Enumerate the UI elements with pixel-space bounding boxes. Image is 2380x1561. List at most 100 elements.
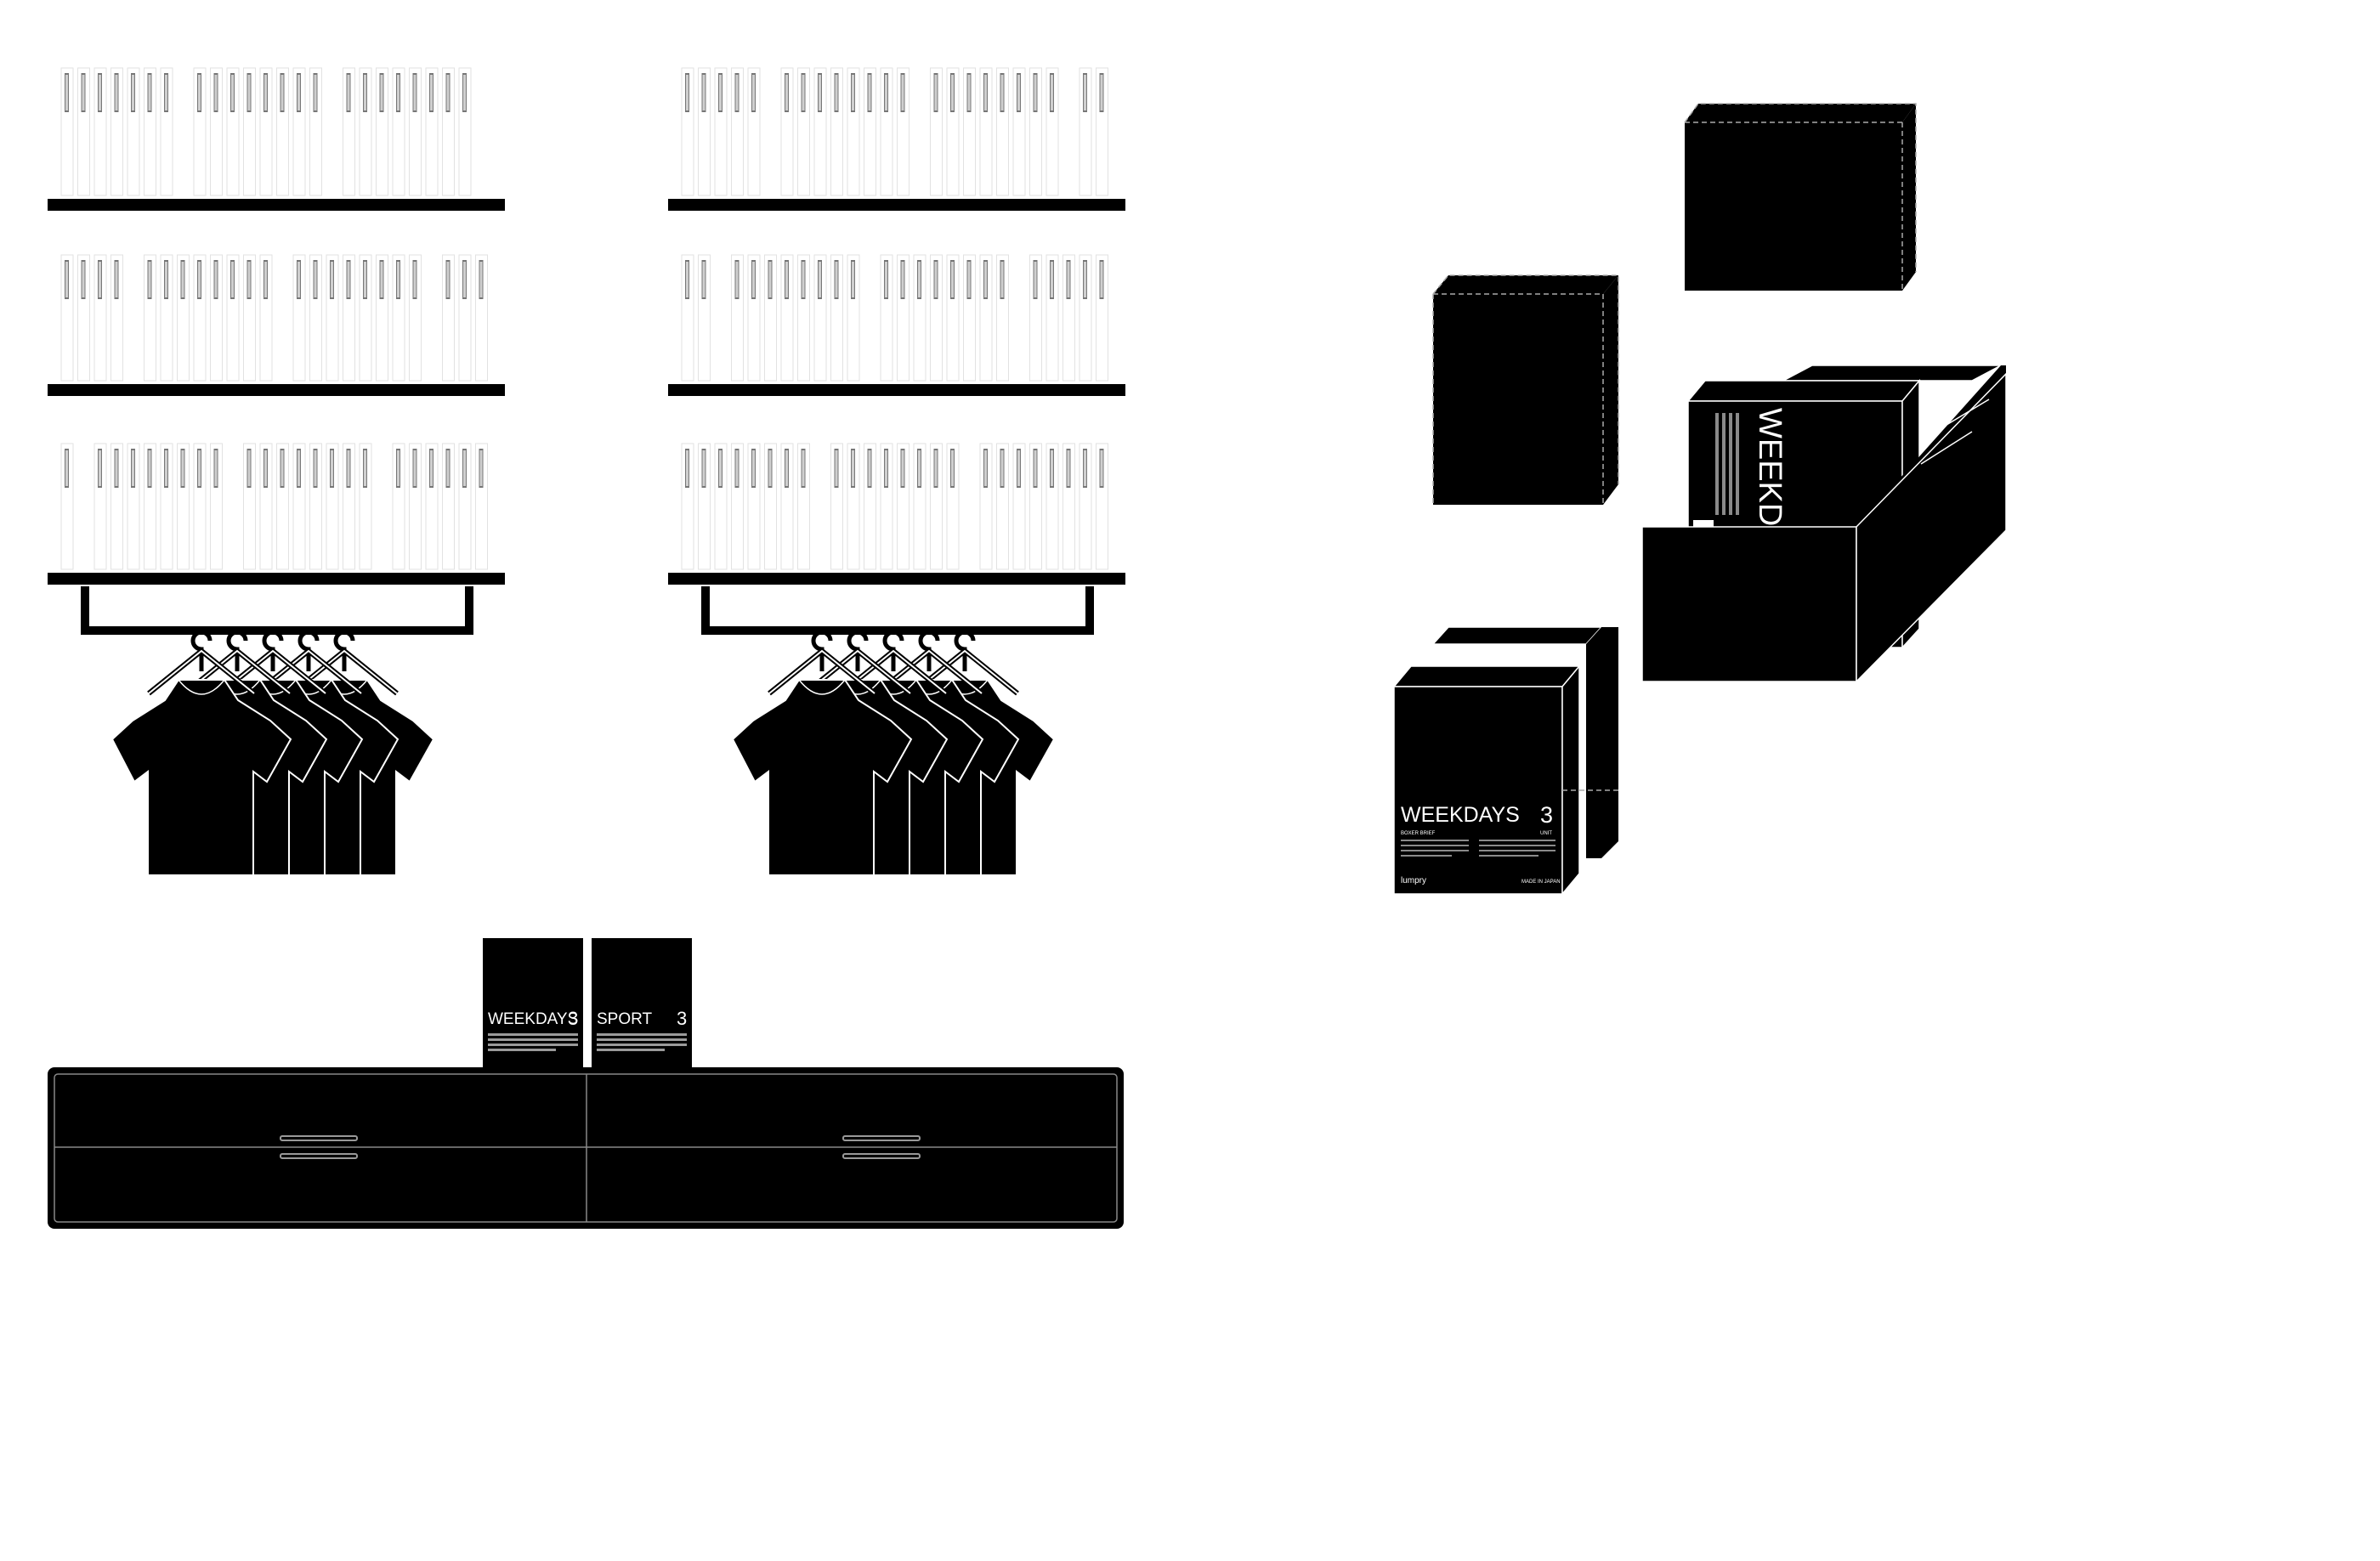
- product-pack: [343, 443, 355, 570]
- product-pack: [747, 254, 761, 382]
- product-pack: [1012, 67, 1026, 196]
- product-pack: [458, 67, 472, 196]
- product-pack: [1079, 67, 1092, 196]
- open-tray: WEEKDAYS: [1641, 365, 2007, 683]
- product-pack: [1046, 254, 1059, 382]
- product-pack: [392, 254, 405, 382]
- product-pack: [177, 443, 190, 570]
- product-pack: [1096, 254, 1108, 382]
- product-pack: [913, 443, 926, 570]
- shelf-board: [48, 573, 505, 585]
- product-pack: [292, 254, 306, 382]
- shelf: [668, 443, 1125, 585]
- product-pack: [193, 443, 207, 570]
- product-pack: [376, 254, 388, 382]
- product-pack: [160, 67, 173, 196]
- display-box-title: SPORT: [597, 1010, 653, 1028]
- product-pack: [1079, 443, 1092, 570]
- product-pack: [714, 443, 728, 570]
- product-pack: [94, 67, 107, 196]
- shelf: [48, 67, 505, 211]
- product-pack: [1079, 254, 1092, 382]
- product-pack: [830, 67, 843, 196]
- product-pack: [847, 67, 860, 196]
- product-pack: [698, 254, 711, 382]
- product-pack: [1062, 443, 1075, 570]
- hanger-icon: [768, 630, 876, 696]
- product-pack: [309, 443, 322, 570]
- product-pack: [864, 67, 876, 196]
- product-pack: [359, 254, 372, 382]
- rail-bar: [81, 586, 473, 635]
- product-pack: [946, 254, 960, 382]
- product-pack: [963, 67, 976, 196]
- product-pack: [326, 254, 339, 382]
- product-pack: [880, 443, 893, 570]
- product-pack: [681, 254, 694, 382]
- product-pack: [359, 67, 372, 196]
- iso-box-subtitle: BOXER BRIEF: [1401, 831, 1436, 836]
- product-pack: [1062, 254, 1075, 382]
- product-pack: [1029, 67, 1042, 196]
- product-pack: [60, 254, 74, 382]
- product-pack: [458, 254, 472, 382]
- product-pack: [309, 67, 322, 196]
- tshirt-icon: [731, 679, 913, 876]
- product-pack: [425, 443, 439, 570]
- display-box-title: WEEKDAYS: [488, 1010, 578, 1028]
- product-pack: [996, 443, 1009, 570]
- product-pack: [847, 443, 860, 570]
- product-pack: [392, 443, 405, 570]
- rail-bar: [701, 586, 1094, 635]
- product-pack: [1029, 254, 1042, 382]
- product-pack: [681, 443, 694, 570]
- product-pack: [442, 443, 455, 570]
- product-pack: [292, 443, 306, 570]
- product-pack: [458, 443, 472, 570]
- product-pack: [193, 254, 207, 382]
- hanging-rails: [81, 586, 1094, 876]
- product-pack: [60, 67, 74, 196]
- product-pack: [409, 67, 422, 196]
- product-pack: [731, 443, 744, 570]
- iso-box-count: 3: [1540, 802, 1553, 828]
- product-pack: [813, 67, 827, 196]
- product-pack: [210, 254, 223, 382]
- product-pack: [259, 443, 273, 570]
- shelf-board: [668, 199, 1125, 211]
- product-pack: [847, 254, 860, 382]
- product-pack: [979, 254, 993, 382]
- product-pack: [326, 443, 339, 570]
- product-pack: [276, 67, 289, 196]
- product-pack: [243, 67, 256, 196]
- box-lid-top: [1684, 103, 1917, 291]
- display-box-count: 3: [568, 1008, 578, 1029]
- iso-box-title: WEEKDAYS: [1401, 803, 1520, 827]
- product-pack: [780, 254, 794, 382]
- product-pack: [144, 443, 156, 570]
- display-box-weekdays: WEEKDAYS 3: [483, 938, 583, 1067]
- product-pack: [309, 254, 322, 382]
- wall-shelves: [48, 67, 1125, 585]
- product-pack: [144, 67, 156, 196]
- product-pack: [259, 254, 273, 382]
- product-pack: [409, 254, 422, 382]
- shelf: [48, 443, 505, 585]
- product-pack: [979, 443, 993, 570]
- product-pack: [897, 67, 910, 196]
- product-pack: [110, 254, 123, 382]
- product-pack: [731, 254, 744, 382]
- product-pack: [127, 67, 140, 196]
- drawer-cabinet: [48, 1067, 1124, 1229]
- tshirt-icon: [110, 679, 292, 876]
- product-pack: [475, 254, 488, 382]
- product-pack: [276, 443, 289, 570]
- shelf-board: [48, 384, 505, 396]
- product-pack: [110, 443, 123, 570]
- product-pack: [880, 254, 893, 382]
- product-pack: [110, 67, 123, 196]
- product-pack: [681, 67, 694, 196]
- product-pack: [780, 67, 794, 196]
- product-pack: [714, 67, 728, 196]
